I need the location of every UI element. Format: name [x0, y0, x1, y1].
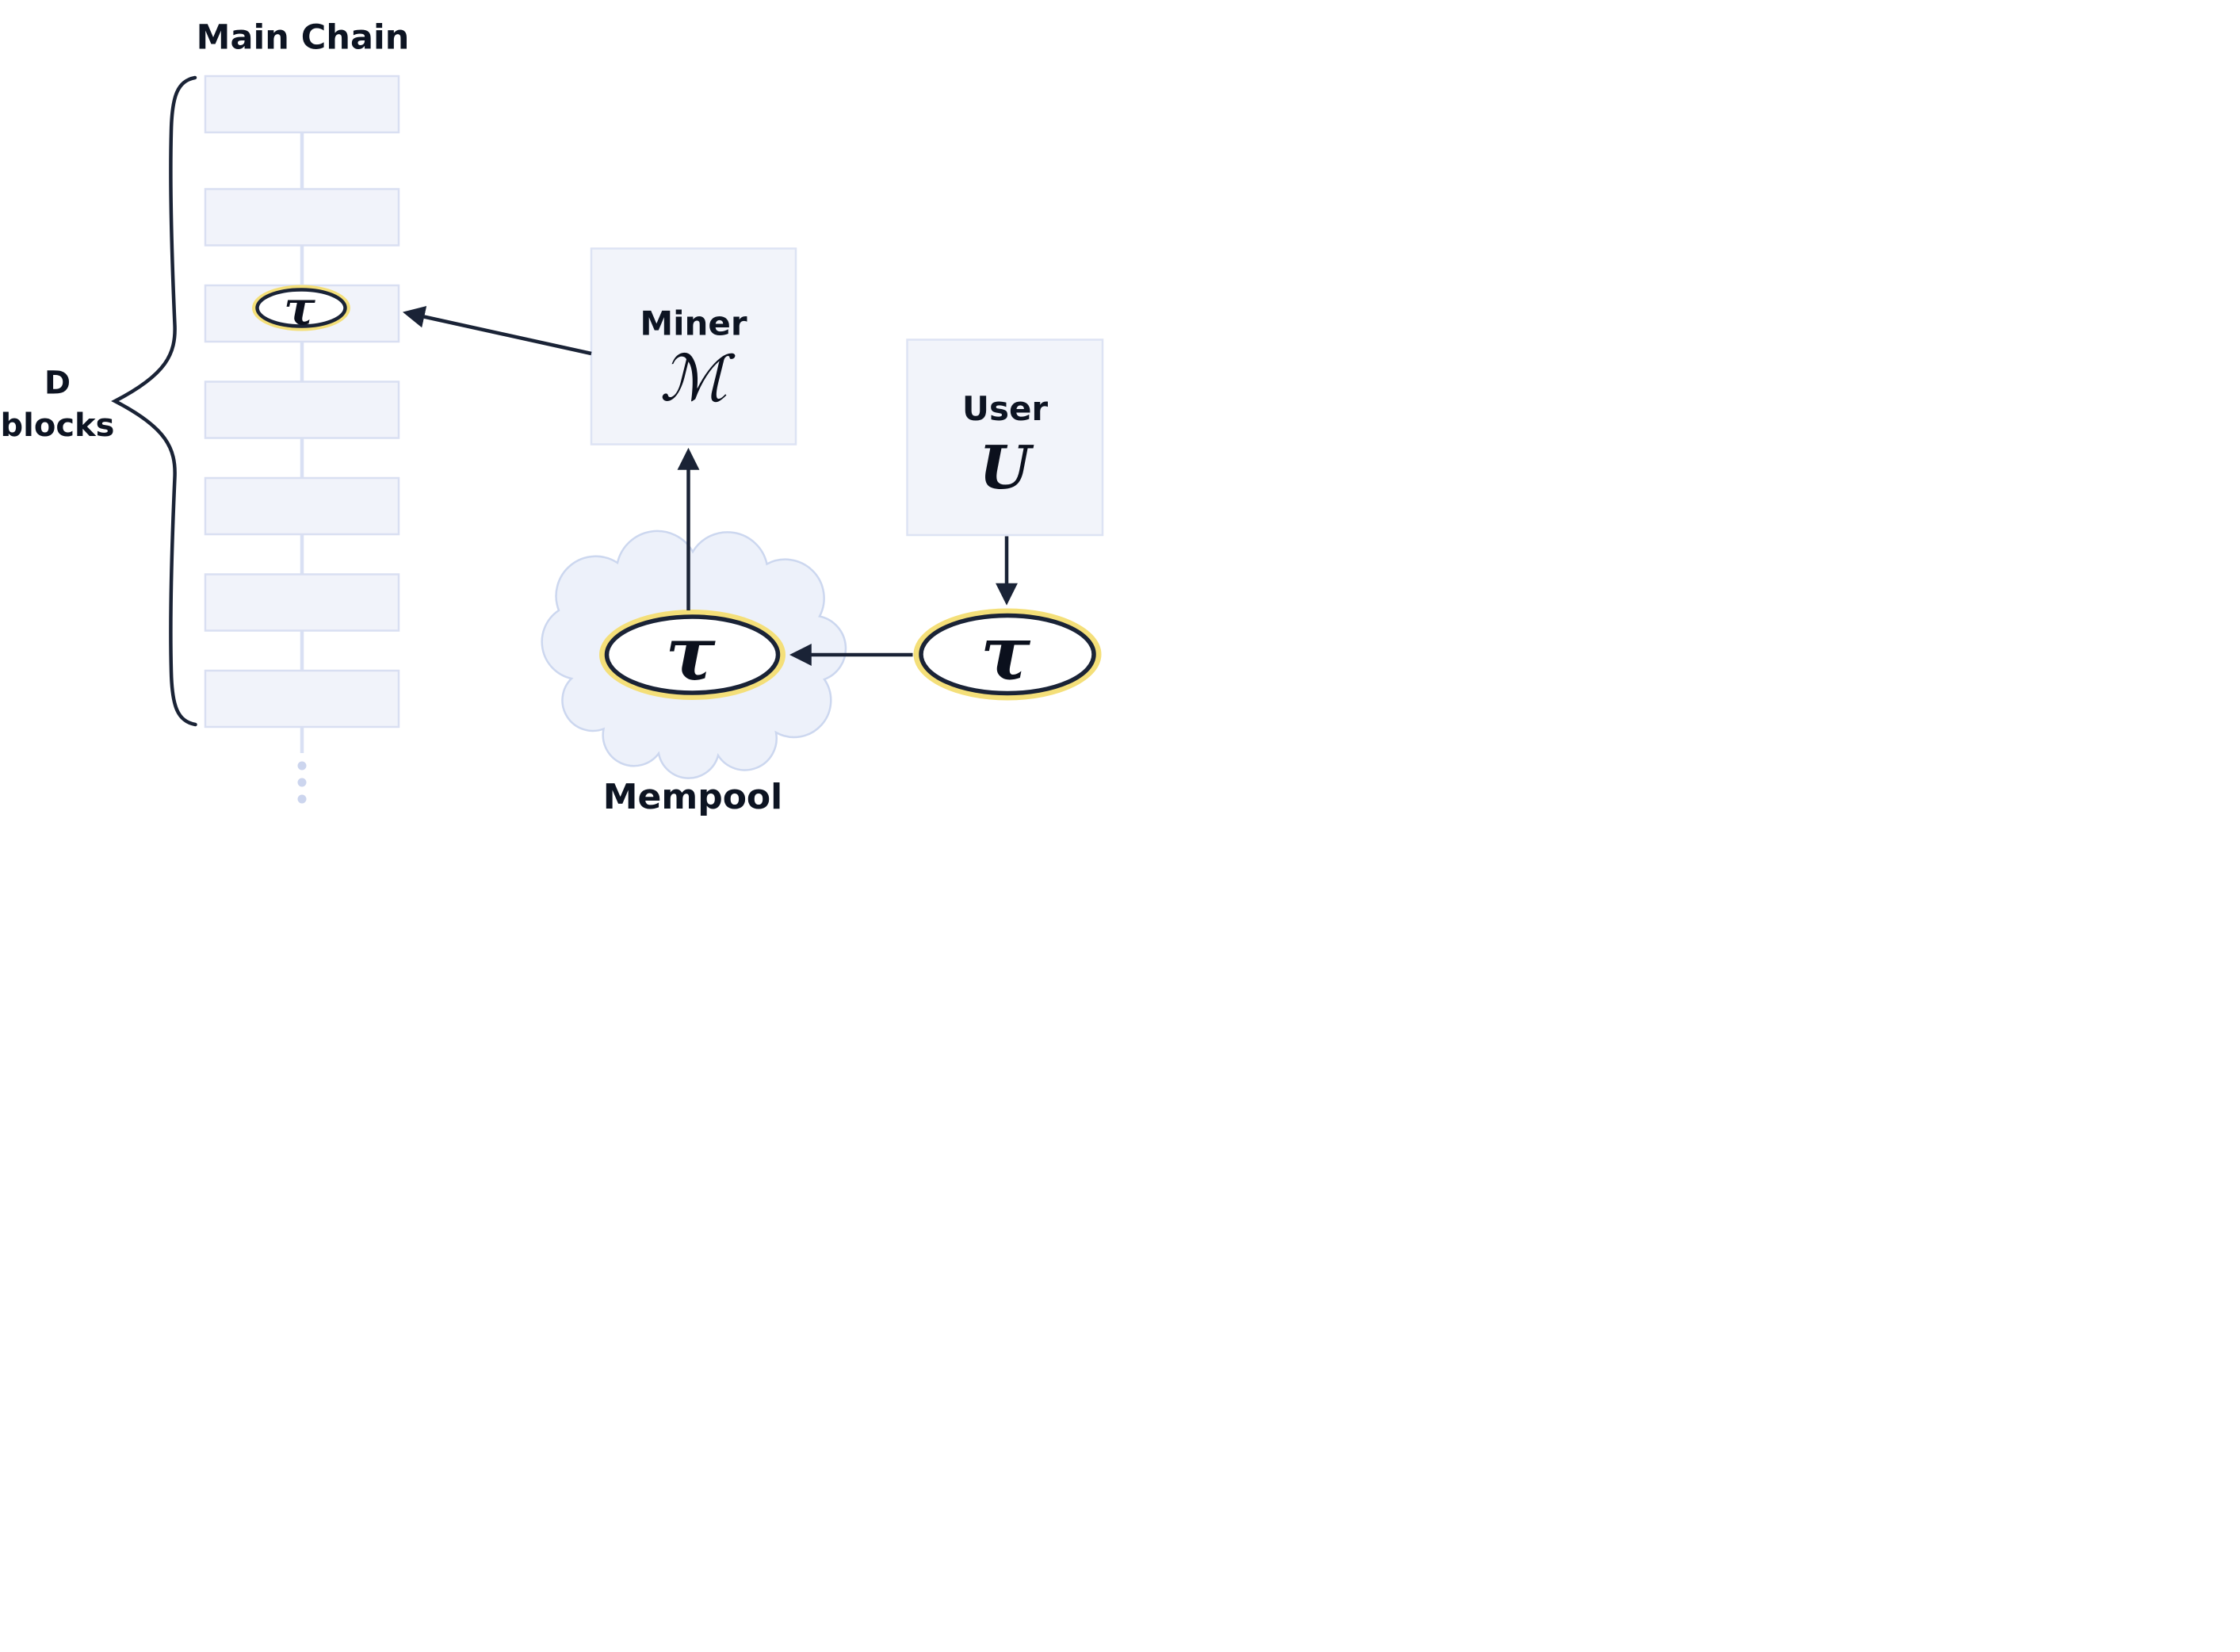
- brace-label-line1: D: [44, 365, 71, 402]
- chain-block-1: [204, 75, 400, 134]
- miner-symbol: ℳ: [659, 342, 736, 415]
- mempool-transaction-ellipse: τ: [599, 610, 786, 700]
- transaction-symbol-chain: τ: [284, 281, 315, 335]
- blockchain-diagram: Main Chain D blocks τ Miner ℳ User U τ: [1, 18, 1104, 817]
- transaction-symbol-mempool: τ: [665, 610, 716, 698]
- transaction-symbol-user: τ: [980, 610, 1031, 698]
- confirmed-transaction-ellipse: τ: [252, 281, 350, 335]
- chain-block-5: [204, 476, 400, 536]
- brace-label-line2: blocks: [1, 407, 115, 444]
- miner-label: Miner: [640, 304, 747, 343]
- user-symbol: U: [979, 433, 1034, 503]
- chain-block-7: [204, 669, 400, 728]
- d-blocks-brace: [111, 75, 197, 727]
- diagram-stage: Main Chain D blocks τ Miner ℳ User U τ: [0, 0, 1120, 826]
- main-chain-title: Main Chain: [197, 18, 410, 58]
- arrow-miner-to-chain: [402, 305, 592, 356]
- user-transaction-ellipse: τ: [913, 608, 1102, 701]
- user-box: User U: [906, 338, 1104, 537]
- chain-block-4: [204, 380, 400, 439]
- chain-block-2: [204, 188, 400, 247]
- ellipsis-dots-icon: [297, 761, 307, 804]
- user-label: User: [962, 389, 1049, 428]
- miner-box: Miner ℳ: [590, 247, 797, 446]
- chain-block-6: [204, 573, 400, 632]
- flow-arrows: [402, 305, 1018, 666]
- mempool-label: Mempool: [603, 777, 783, 817]
- chain-blocks: [204, 75, 400, 753]
